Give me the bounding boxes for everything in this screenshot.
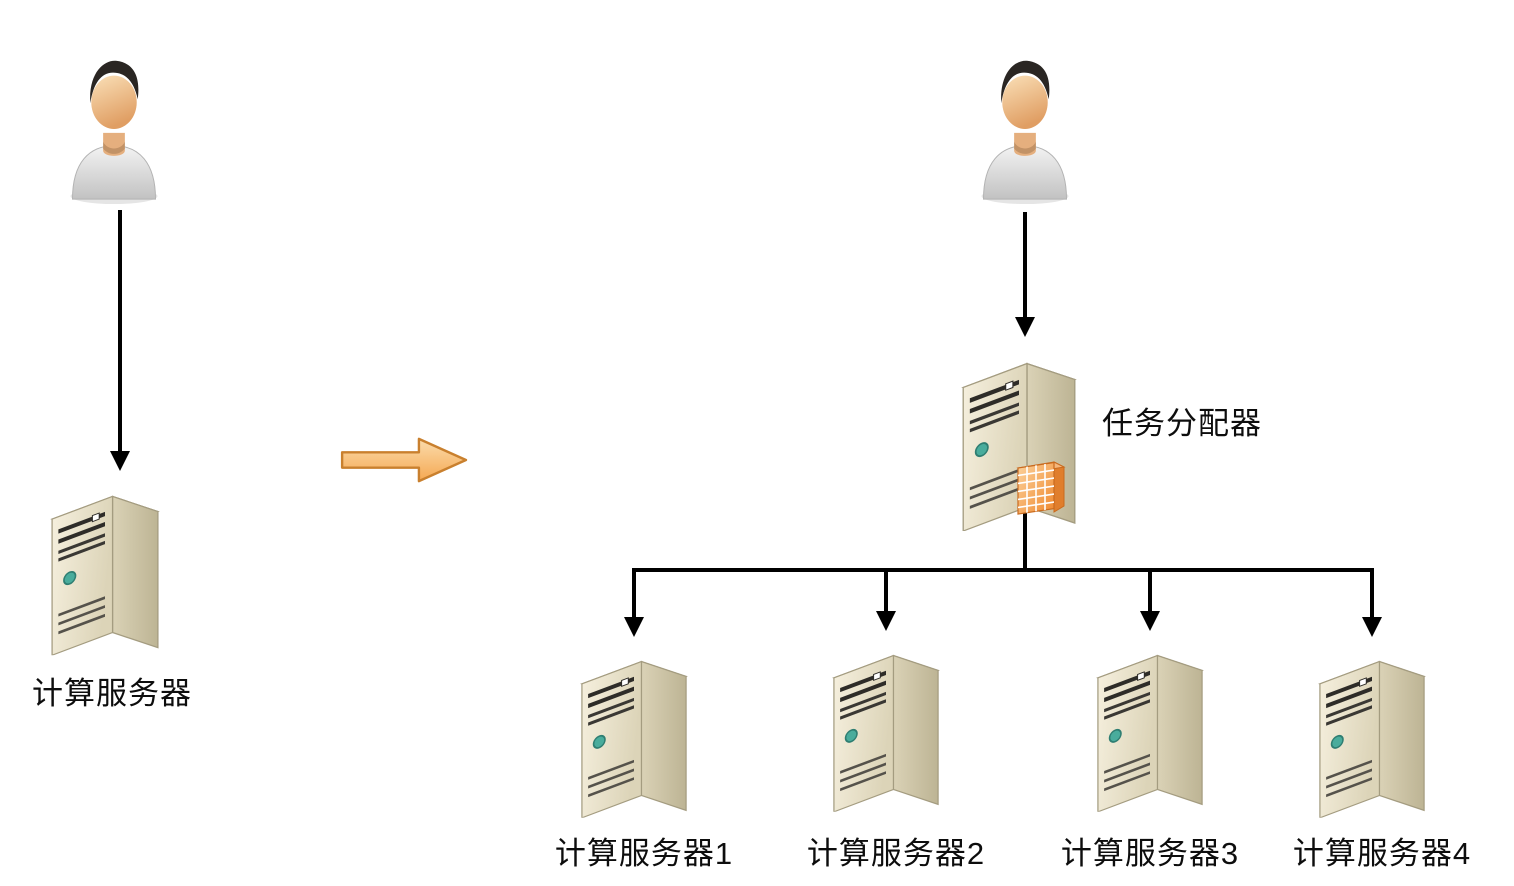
label-compute-server-2: 计算服务器2 xyxy=(806,836,986,871)
server-icon-3 xyxy=(1088,638,1212,812)
dispatcher-grid-panel-icon xyxy=(1014,456,1068,518)
label-task-dispatcher: 任务分配器 xyxy=(1102,406,1262,441)
server-icon-compute xyxy=(42,478,168,656)
user-icon-left xyxy=(58,40,170,208)
label-compute-server-3: 计算服务器3 xyxy=(1060,836,1240,871)
server-icon-1 xyxy=(572,644,696,818)
server-icon-4 xyxy=(1310,644,1434,818)
user-icon-right xyxy=(969,40,1081,208)
label-compute-server: 计算服务器 xyxy=(32,676,192,711)
label-compute-server-1: 计算服务器1 xyxy=(554,836,734,871)
label-compute-server-4: 计算服务器4 xyxy=(1292,836,1472,871)
transform-right-arrow-icon xyxy=(338,436,472,484)
server-icon-2 xyxy=(824,638,948,812)
